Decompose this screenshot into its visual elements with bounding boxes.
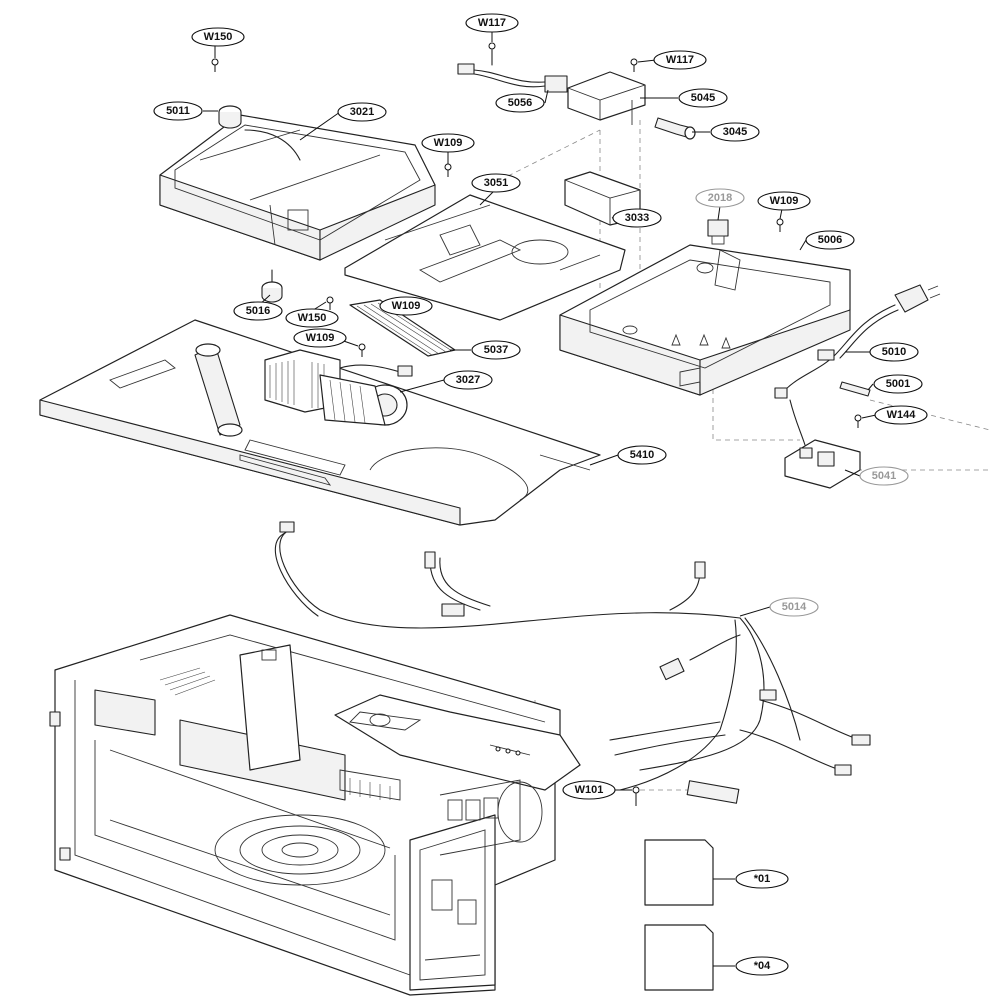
callout-star-01: *01 [735, 869, 789, 889]
microwave-cavity-chassis [49, 614, 581, 996]
callout-label: W109 [434, 137, 463, 149]
callout-label: 3033 [625, 212, 649, 224]
part-5006-control-tray [559, 244, 851, 396]
part-5041-noise-filter-board [784, 399, 861, 489]
callout-3045: 3045 [710, 122, 760, 142]
part-04-manual-sheet [644, 924, 714, 991]
part-3045-sensor [654, 117, 696, 140]
callout-label: 5001 [886, 378, 910, 390]
part-5014-main-wire-harness [274, 521, 871, 804]
callout-w109-a: W109 [421, 133, 475, 153]
callout-label: 5410 [630, 449, 654, 461]
callout-5410: 5410 [617, 445, 667, 465]
callout-w109-c: W109 [379, 296, 433, 316]
callout-label: 3045 [723, 126, 747, 138]
callout-label: 3051 [484, 177, 508, 189]
callout-label: 2018 [708, 192, 732, 204]
callout-w101: W101 [562, 780, 616, 800]
callout-2018: 2018 [695, 188, 745, 208]
callout-label: W150 [298, 312, 327, 324]
callout-label: 3021 [350, 106, 374, 118]
callout-w117-right: W117 [653, 50, 707, 70]
callout-star-04: *04 [735, 956, 789, 976]
callout-5041: 5041 [859, 466, 909, 486]
callout-5011: 5011 [153, 101, 203, 121]
callout-label: 5037 [484, 344, 508, 356]
part-5016-thermal-cutout [261, 269, 283, 303]
callout-w150-b: W150 [285, 308, 339, 328]
callout-w144: W144 [874, 405, 928, 425]
callout-5001: 5001 [873, 374, 923, 394]
callout-label: *04 [754, 960, 771, 972]
callout-label: 5006 [818, 234, 842, 246]
callout-label: 5016 [246, 305, 270, 317]
callout-label: *01 [754, 873, 771, 885]
callout-w109-d: W109 [293, 328, 347, 348]
callout-label: W117 [478, 17, 506, 29]
callout-3051: 3051 [471, 173, 521, 193]
callout-5056: 5056 [495, 93, 545, 113]
callout-label: W144 [887, 409, 917, 421]
part-5001-fuse [839, 381, 871, 397]
part-5045-bracket [567, 71, 646, 125]
part-2018-switch [707, 219, 729, 245]
part-01-manual-sheet [644, 839, 714, 906]
callout-5016: 5016 [233, 301, 283, 321]
callout-w117-left: W117 [465, 13, 519, 33]
callout-label: 5010 [882, 346, 906, 358]
callout-label: W109 [306, 332, 335, 344]
part-3021-top-cover [159, 114, 436, 261]
callout-leader-lines [203, 30, 877, 967]
callout-5006: 5006 [805, 230, 855, 250]
callout-3033: 3033 [612, 208, 662, 228]
callout-5045: 5045 [678, 88, 728, 108]
callout-3021: 3021 [337, 102, 387, 122]
callout-5037: 5037 [471, 340, 521, 360]
callout-3027: 3027 [443, 370, 493, 390]
callout-w109-b: W109 [757, 191, 811, 211]
callout-label: W109 [770, 195, 799, 207]
callout-label: W150 [204, 31, 233, 43]
part-3051-top-plate [344, 194, 626, 321]
callout-label: W109 [392, 300, 421, 312]
part-5410-base-plate [39, 319, 601, 526]
callout-label: 5041 [872, 470, 896, 482]
callout-label: 5045 [691, 92, 715, 104]
callout-label: 5014 [782, 601, 807, 613]
callout-label: 3027 [456, 374, 480, 386]
part-5056-wire-harness [457, 42, 568, 93]
part-3027-fan-motor [194, 343, 413, 437]
part-5010-power-cord [774, 284, 941, 399]
callout-label: W117 [666, 54, 694, 66]
callout-label: W101 [575, 784, 604, 796]
callout-5010: 5010 [869, 342, 919, 362]
callout-label: 5011 [166, 105, 190, 117]
part-5011-thermostat [218, 105, 242, 129]
callout-5014: 5014 [769, 597, 819, 617]
callout-label: 5056 [508, 97, 532, 109]
screw-markers [211, 58, 862, 806]
callout-w150-top: W150 [191, 27, 245, 47]
